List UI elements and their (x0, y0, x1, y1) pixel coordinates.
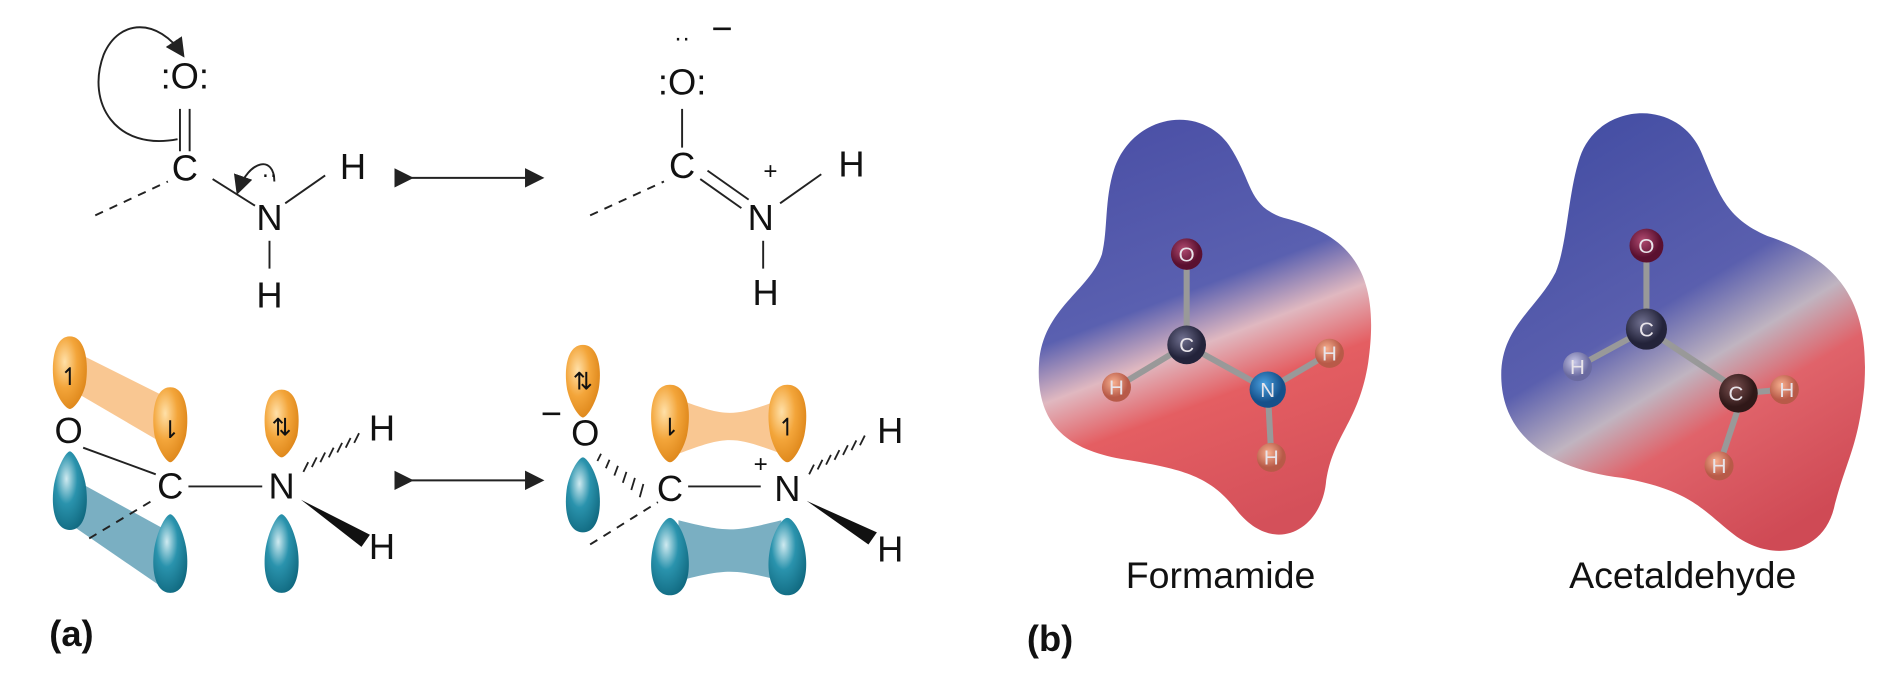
electron-spin: ⇂ (160, 417, 180, 444)
hydrogen-atom: H (838, 144, 864, 185)
negative-charge: − (541, 393, 562, 434)
molecule-name-formamide: Formamide (1126, 554, 1316, 596)
lewis-structure-left: :O: C ·· N H H (94, 26, 366, 315)
atom-ball (1769, 375, 1799, 405)
molecule-name-acetaldehyde: Acetaldehyde (1569, 554, 1796, 596)
electron-spin: ⇅ (271, 415, 291, 442)
atom-ball (1625, 308, 1668, 350)
curved-arrow-icon (97, 26, 185, 142)
electron-spin: ⇂ (660, 415, 680, 442)
atom-label: N (1260, 379, 1275, 402)
p-orbital-lobe (52, 451, 87, 530)
hydrogen-atom: H (877, 528, 903, 569)
p-orbital-lobe (52, 336, 87, 409)
electrostatic-surface (1501, 113, 1865, 551)
nitrogen-atom: N (748, 197, 774, 238)
wedge-bond (806, 500, 877, 545)
atom-ball (1719, 373, 1758, 413)
p-orbital-lobe (651, 517, 689, 596)
atom-ball (1256, 442, 1286, 472)
acetaldehyde-potential-map: O C H C H H (1501, 113, 1865, 551)
atom-label: H (1570, 356, 1585, 379)
nitrogen-atom: N (268, 466, 294, 507)
atom-ball (1629, 228, 1664, 263)
hydrogen-atom: H (877, 410, 903, 451)
atom-ball (1704, 451, 1734, 481)
hydrogen-atom: H (256, 274, 282, 315)
nitrogen-atom: N (256, 197, 282, 238)
atom-label: O (1179, 243, 1195, 266)
p-orbital-lobe (565, 344, 600, 418)
p-orbital-lobe (153, 387, 188, 463)
positive-charge: + (754, 451, 768, 478)
p-orbital-lobe (264, 514, 299, 593)
carbon-atom: C (157, 466, 183, 507)
atom-label: H (1779, 379, 1794, 402)
carbon-atom: C (657, 468, 683, 509)
hydrogen-atom: H (340, 146, 366, 187)
p-orbital-lobe (651, 384, 689, 463)
atom-label: C (1729, 382, 1744, 405)
atom-label: C (1179, 334, 1194, 357)
atom-ball (1170, 238, 1203, 270)
atom-label: H (1264, 447, 1279, 470)
atom-label: C (1639, 318, 1654, 341)
atom-label: O (1638, 235, 1654, 258)
p-orbital-lobe (565, 457, 600, 533)
atom-ball (1101, 372, 1131, 402)
electron-spin: ↿ (777, 415, 797, 442)
atom-label: H (1712, 455, 1727, 478)
carbon-atom: C (669, 145, 695, 186)
oxygen-atom: :O: (658, 61, 706, 102)
oxygen-atom: O (55, 410, 83, 451)
curved-arrow-icon (233, 163, 276, 195)
p-orbital-lobe (264, 389, 299, 458)
oxygen-atom: :O: (161, 55, 209, 96)
electron-spin: ⇅ (573, 369, 593, 396)
positive-charge: + (763, 158, 777, 185)
oxygen-atom: O (571, 412, 599, 453)
orbital-diagram-right: ⇅ ⇂ ↿ − O C + N H H (541, 344, 903, 596)
panel-label-b: (b) (1027, 618, 1073, 659)
p-orbital-lobe (153, 514, 188, 593)
nitrogen-atom: N (774, 468, 800, 509)
atom-label: H (1109, 376, 1124, 399)
carbon-atom: C (172, 147, 198, 188)
lone-pair: ·· (674, 25, 690, 52)
p-orbital-lobe (768, 517, 807, 596)
wedge-bond (300, 499, 370, 547)
atom-ball (1314, 338, 1344, 368)
atom-ball (1562, 352, 1592, 382)
panel-label-a: (a) (49, 613, 93, 654)
hydrogen-atom: H (369, 526, 395, 567)
p-orbital-lobe (768, 384, 807, 463)
atom-ball (1249, 371, 1286, 408)
lewis-structure-right: ·· − :O: C + N H H (589, 8, 865, 313)
electron-spin: ↿ (60, 364, 80, 391)
lone-pair: ·· (261, 162, 277, 189)
orbital-diagram-left: ↿ ⇂ ⇅ O C N H H (52, 336, 395, 593)
atom-label: H (1322, 343, 1337, 366)
hydrogen-atom: H (752, 272, 778, 313)
hydrogen-atom: H (369, 407, 395, 448)
electrostatic-surface (1038, 119, 1372, 535)
atom-ball (1167, 325, 1207, 365)
negative-charge: − (711, 8, 732, 49)
formamide-potential-map: O C H N H H (1038, 119, 1372, 535)
